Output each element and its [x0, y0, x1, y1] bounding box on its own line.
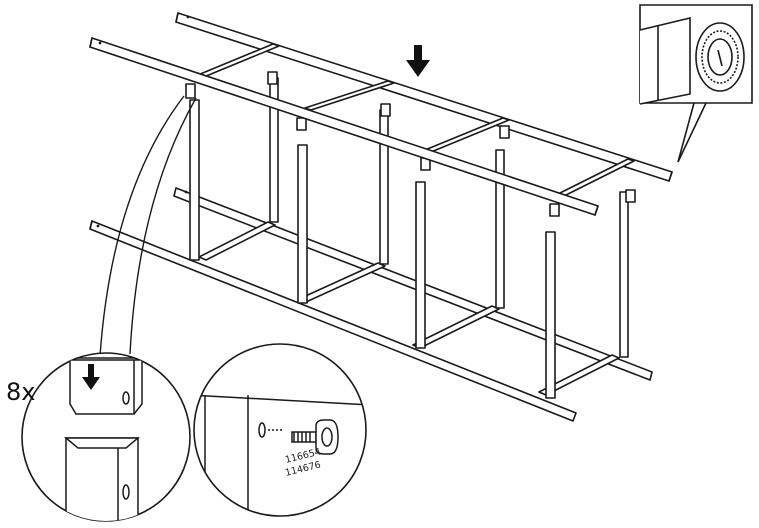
- callout-lines: [100, 96, 196, 356]
- front-posts: [190, 100, 555, 398]
- front-top-rail: [89, 37, 599, 216]
- quantity-label: 8x: [6, 378, 36, 406]
- front-bottom-rail: [89, 220, 577, 422]
- leg-insertion-inset: [22, 352, 190, 524]
- arrow-down-icon: [406, 45, 430, 77]
- insert-arrow-small: [82, 364, 100, 390]
- end-cap-detail-inset: [640, 5, 752, 162]
- post-connectors: [186, 72, 635, 216]
- screw-inset: 116654 114676: [190, 344, 370, 520]
- rail-holes: [96, 15, 190, 228]
